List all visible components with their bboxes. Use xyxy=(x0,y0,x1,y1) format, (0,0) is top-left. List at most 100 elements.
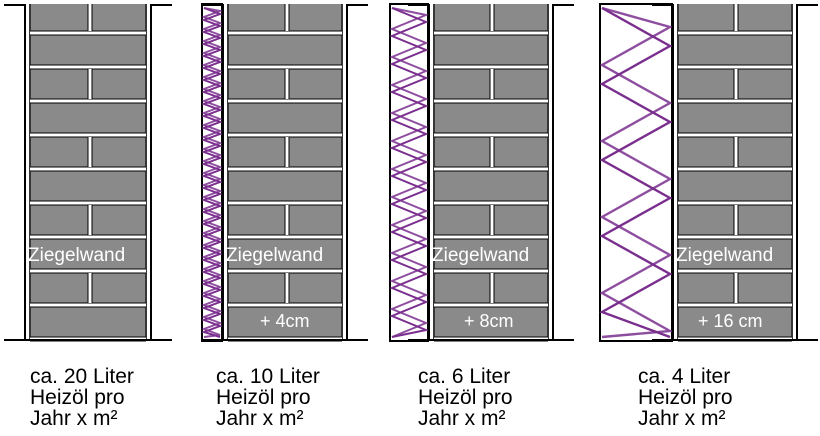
mortar-joint-horizontal xyxy=(678,303,792,307)
mortar-joint-horizontal xyxy=(434,167,548,171)
insulation-layer-8cm xyxy=(389,3,430,342)
mortar-joint-horizontal xyxy=(678,269,792,273)
mortar-joint-horizontal xyxy=(434,133,548,137)
mortar-edge-left xyxy=(26,4,29,341)
mortar-joint-horizontal xyxy=(434,99,548,103)
insulation-label-16cm: + 16 cm xyxy=(698,311,763,331)
mortar-joint-horizontal xyxy=(678,99,792,103)
caption-4-line-3: Jahr x m² xyxy=(638,407,726,430)
mortar-joint-horizontal xyxy=(30,99,146,103)
insulation-label-4cm: + 4cm xyxy=(260,311,310,331)
caption-1-line-2: Heizöl pro xyxy=(30,386,125,409)
mortar-joint-horizontal xyxy=(678,31,792,35)
mortar-joint-horizontal xyxy=(434,65,548,69)
mortar-joint-vertical xyxy=(734,69,738,99)
mortar-joint-horizontal xyxy=(30,31,146,35)
mortar-joint-vertical xyxy=(285,137,289,167)
brick-wall-4 xyxy=(652,4,818,342)
brick-wall-1 xyxy=(4,4,172,342)
caption-4-line-1: ca. 4 Liter xyxy=(638,365,731,388)
mortar-joint-horizontal xyxy=(30,167,146,171)
mortar-joint-vertical xyxy=(285,205,289,235)
mortar-joint-horizontal xyxy=(678,65,792,69)
mortar-joint-vertical xyxy=(490,273,494,303)
mortar-joint-vertical xyxy=(734,205,738,235)
caption-wall-3: ca. 6 Liter Heizöl pro Jahr x m² xyxy=(418,366,513,429)
mortar-edge-right xyxy=(147,4,150,341)
caption-wall-1: ca. 20 Liter Heizöl pro Jahr x m² xyxy=(30,366,134,429)
mortar-joint-vertical xyxy=(734,137,738,167)
wall-label-1: Ziegelwand xyxy=(28,245,126,266)
mortar-joint-horizontal xyxy=(228,65,342,69)
caption-2-line-3: Jahr x m² xyxy=(216,407,304,430)
mortar-joint-horizontal xyxy=(434,303,548,307)
insulation-zigzag xyxy=(599,6,674,339)
mortar-joint-horizontal xyxy=(228,167,342,171)
mortar-edge-left xyxy=(674,4,677,341)
mortar-joint-horizontal xyxy=(434,269,548,273)
brick-wall-3 xyxy=(408,4,574,342)
mortar-joint-vertical xyxy=(490,69,494,99)
caption-wall-4: ca. 4 Liter Heizöl pro Jahr x m² xyxy=(638,366,733,429)
wall-1 xyxy=(4,4,172,342)
caption-1-line-1: ca. 20 Liter xyxy=(30,365,134,388)
caption-3-line-1: ca. 6 Liter xyxy=(418,365,511,388)
caption-1-line-3: Jahr x m² xyxy=(30,407,118,430)
mortar-joint-vertical xyxy=(88,4,92,31)
mortar-joint-vertical xyxy=(285,273,289,303)
caption-3-line-2: Heizöl pro xyxy=(418,386,513,409)
wall-label-3: Ziegelwand xyxy=(432,245,530,266)
mortar-joint-vertical xyxy=(490,4,494,31)
insulation-layer-4cm xyxy=(200,3,224,342)
mortar-joint-horizontal xyxy=(228,133,342,137)
mortar-edge-left xyxy=(224,4,227,341)
mortar-joint-horizontal xyxy=(678,201,792,205)
brick-wall-2 xyxy=(202,4,368,342)
insulation-zigzag xyxy=(599,6,673,339)
mortar-edge-right xyxy=(549,4,552,341)
insulation-zigzag xyxy=(389,7,430,338)
mortar-joint-vertical xyxy=(88,69,92,99)
caption-2-line-1: ca. 10 Liter xyxy=(216,365,320,388)
insulation-label-8cm: + 8cm xyxy=(464,311,514,331)
mortar-joint-horizontal xyxy=(678,167,792,171)
wall-2 xyxy=(200,3,368,342)
mortar-joint-horizontal xyxy=(434,235,548,239)
mortar-joint-vertical xyxy=(88,273,92,303)
mortar-joint-horizontal xyxy=(30,133,146,137)
mortar-joint-vertical xyxy=(490,205,494,235)
mortar-joint-horizontal xyxy=(434,31,548,35)
insulation-layer-16cm xyxy=(599,3,674,342)
caption-2-line-2: Heizöl pro xyxy=(216,386,311,409)
mortar-joint-horizontal xyxy=(228,31,342,35)
mortar-joint-horizontal xyxy=(30,269,146,273)
wall-4 xyxy=(599,3,818,342)
mortar-joint-horizontal xyxy=(678,235,792,239)
mortar-joint-horizontal xyxy=(30,235,146,239)
mortar-edge-left xyxy=(430,4,433,341)
mortar-joint-horizontal xyxy=(678,133,792,137)
caption-wall-2: ca. 10 Liter Heizöl pro Jahr x m² xyxy=(216,366,320,429)
mortar-joint-horizontal xyxy=(434,201,548,205)
mortar-joint-horizontal xyxy=(228,201,342,205)
mortar-joint-horizontal xyxy=(228,269,342,273)
mortar-joint-horizontal xyxy=(30,303,146,307)
wall-label-4: Ziegelwand xyxy=(676,245,774,266)
insulation-zigzag xyxy=(201,7,224,338)
wall-3 xyxy=(389,3,574,342)
mortar-joint-vertical xyxy=(285,4,289,31)
mortar-joint-horizontal xyxy=(228,303,342,307)
mortar-joint-horizontal xyxy=(30,201,146,205)
mortar-joint-vertical xyxy=(734,273,738,303)
mortar-joint-horizontal xyxy=(228,235,342,239)
mortar-edge-right xyxy=(343,4,346,341)
mortar-joint-vertical xyxy=(490,137,494,167)
mortar-joint-vertical xyxy=(285,69,289,99)
mortar-edge-right xyxy=(793,4,796,341)
insulation-zigzag xyxy=(389,7,430,338)
caption-3-line-3: Jahr x m² xyxy=(418,407,506,430)
wall-label-2: Ziegelwand xyxy=(226,245,324,266)
mortar-joint-horizontal xyxy=(30,65,146,69)
mortar-joint-vertical xyxy=(88,205,92,235)
